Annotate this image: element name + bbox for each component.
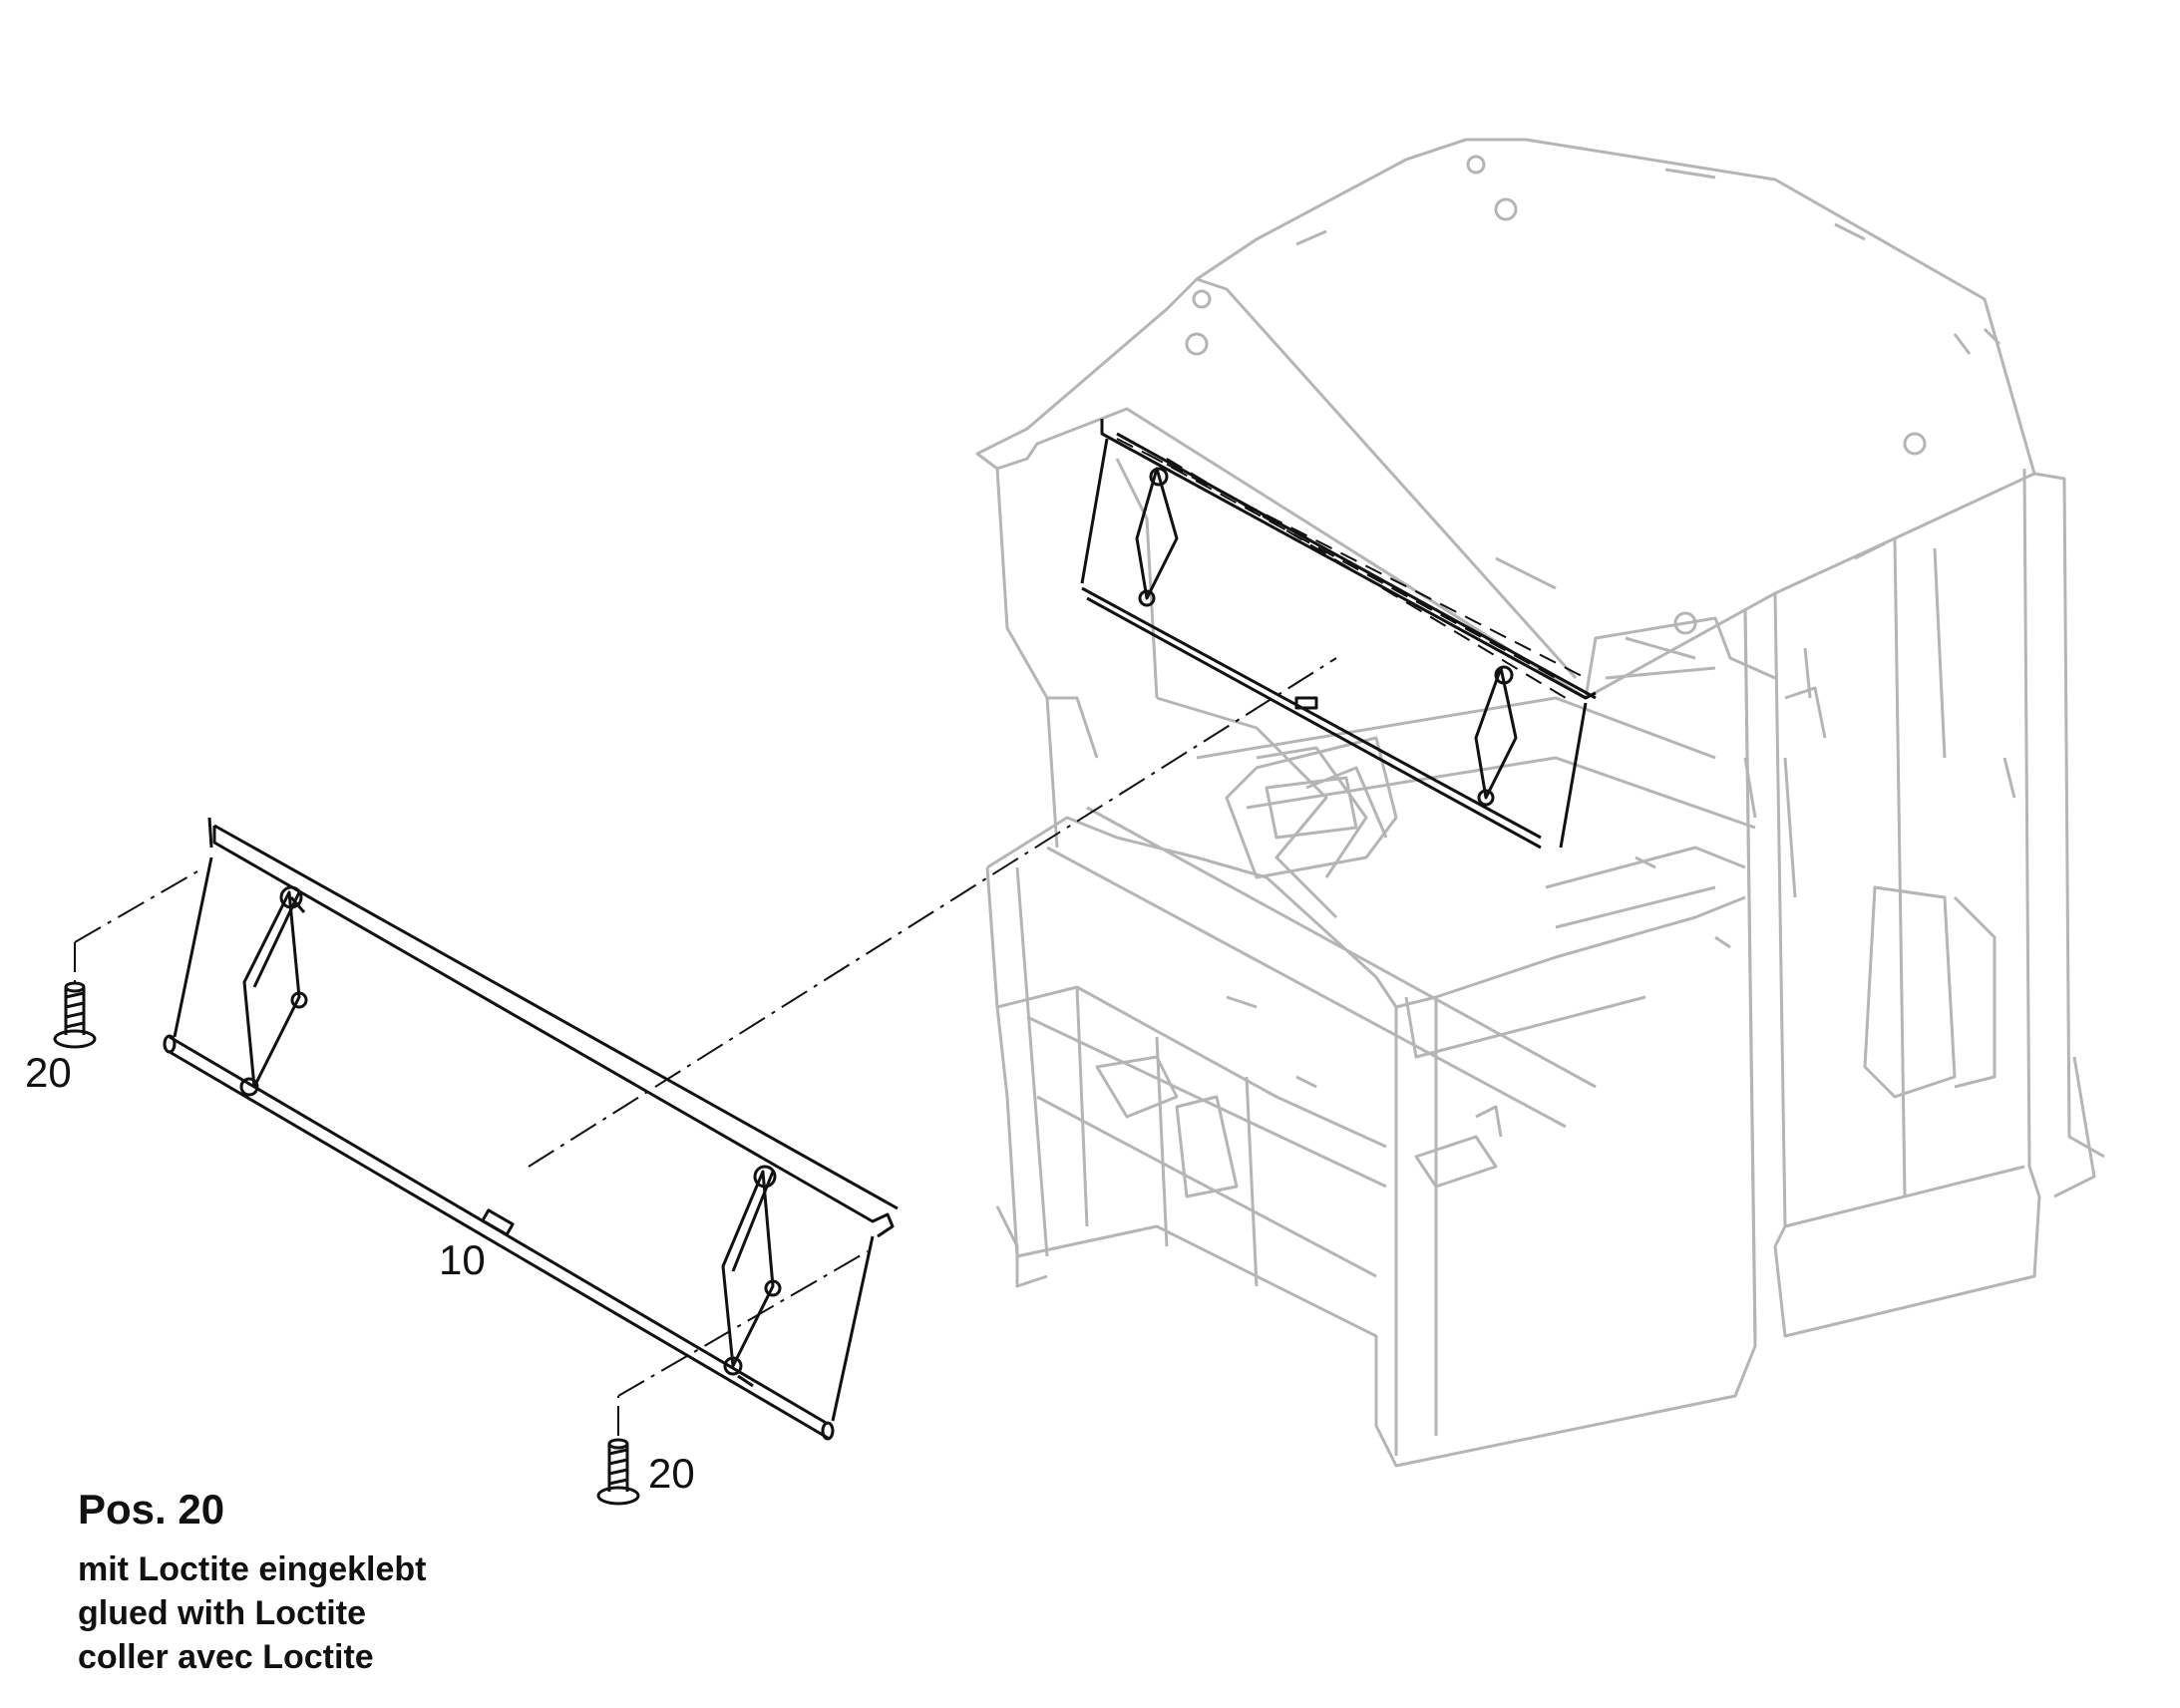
hidden-lines [1116, 438, 1587, 699]
assembly-center-lines [74, 657, 1337, 1436]
note-line-de: mit Loctite eingeklebt [78, 1550, 427, 1588]
callout-part-10: 10 [439, 1236, 486, 1283]
screw-20-left [53, 981, 97, 1049]
note-line-en: glued with Loctite [78, 1594, 366, 1632]
assembly-note: Pos. 20 mit Loctite eingeklebt glued wit… [78, 1486, 427, 1679]
note-line-fr: coller avec Loctite [78, 1638, 374, 1676]
part-10-visor-frame [163, 817, 899, 1441]
callout-screw-20-right: 20 [648, 1450, 695, 1497]
cab-frame [975, 138, 2105, 1468]
screw-20-right [596, 1438, 640, 1506]
callout-screw-20-left: 20 [25, 1049, 72, 1096]
installed-visor-frame [1080, 419, 1597, 850]
note-title: Pos. 20 [78, 1486, 225, 1533]
